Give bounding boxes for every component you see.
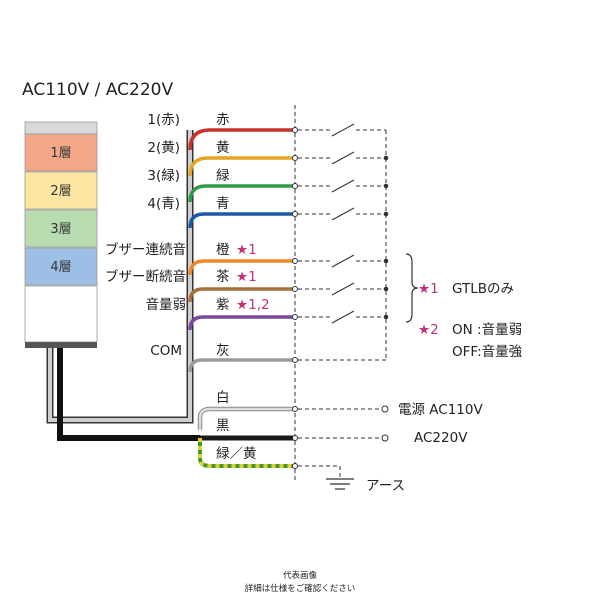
earth-label: アース <box>366 478 405 494</box>
switch-blue <box>292 207 389 221</box>
wire-labels: 1(赤) 2(黄) 3(緑) 4(青) ブザー連続音 ブザー断続音 音量弱 CO… <box>105 112 270 462</box>
tier-4 <box>24 247 98 286</box>
switch-yellow <box>292 151 389 165</box>
notes: ★1 GTLBのみ ★2 ON :音量弱 OFF:音量強 <box>418 281 523 360</box>
com-return <box>292 130 387 363</box>
wire-purple <box>188 315 295 331</box>
left-label-7: 音量弱 <box>146 296 187 313</box>
wire-name-4: 青 <box>216 196 230 212</box>
tier-3 <box>24 209 98 248</box>
wire-green-yellow-stripe <box>198 438 295 468</box>
gtlb-bracket <box>405 253 419 323</box>
note1-text: GTLBのみ <box>452 281 514 297</box>
left-label-1: 1(赤) <box>147 112 180 128</box>
tier-1 <box>24 133 98 172</box>
wire-green <box>188 184 295 203</box>
power-label-2: AC220V <box>414 430 468 446</box>
signal-tower: 1層 2層 3層 4層 <box>24 121 98 348</box>
switch-green <box>292 179 389 193</box>
wire-name-5: 橙 <box>216 242 230 258</box>
wire-brown <box>188 287 295 303</box>
left-label-8: COM <box>150 343 182 359</box>
tier-2 <box>24 171 98 210</box>
power-wire-name-black: 黒 <box>216 418 230 434</box>
wire-name-2: 黄 <box>216 140 230 156</box>
tier-label-4: 4層 <box>50 260 71 275</box>
star-mark-6: ★1 <box>236 269 257 285</box>
switch-circuits <box>292 123 419 490</box>
note1-star: ★1 <box>418 281 439 297</box>
tier-label-2: 2層 <box>50 184 71 199</box>
switch-orange <box>292 254 389 268</box>
switch-purple <box>292 310 389 324</box>
left-label-3: 3(緑) <box>147 168 180 184</box>
earth-symbol <box>326 478 354 490</box>
wire-blue <box>188 212 295 229</box>
wire-yellow <box>188 156 295 177</box>
left-label-4: 4(青) <box>147 196 180 212</box>
wire-name-7: 紫 <box>216 297 230 313</box>
wire-white <box>197 406 295 430</box>
star-mark-5: ★1 <box>236 242 257 258</box>
power-terminals <box>292 405 389 478</box>
note2-line2: OFF:音量強 <box>452 343 523 360</box>
wire-name-3: 緑 <box>216 168 230 184</box>
wire-name-6: 茶 <box>216 269 230 285</box>
signal-wires <box>188 128 295 373</box>
left-label-5: ブザー連続音 <box>105 241 186 258</box>
wire-white-core <box>198 407 295 430</box>
switch-brown <box>292 282 389 296</box>
wire-red <box>188 128 295 151</box>
footer-line-2: 詳細は仕様をご確認ください <box>245 583 356 594</box>
note2-star: ★2 <box>418 322 439 338</box>
left-label-2: 2(黄) <box>147 140 180 156</box>
wire-name-8: 灰 <box>216 343 230 359</box>
switch-red <box>292 123 386 137</box>
note2-line1: ON :音量弱 <box>452 321 522 338</box>
wire-orange <box>188 259 295 276</box>
voltage-title: AC110V / AC220V <box>22 80 173 100</box>
power-wire-name-gy: 緑／黄 <box>216 446 257 462</box>
tier-label-3: 3層 <box>50 222 71 237</box>
wire-gray <box>188 358 295 373</box>
power-wires <box>197 406 295 468</box>
footer-line-1: 代表画像 <box>283 570 318 581</box>
tier-label-1: 1層 <box>50 146 71 161</box>
power-wire-name-white: 白 <box>216 390 230 406</box>
wire-name-1: 赤 <box>216 112 230 128</box>
power-label: 電源 AC110V <box>398 402 483 418</box>
star-mark-7: ★1,2 <box>236 297 270 313</box>
left-label-6: ブザー断続音 <box>105 268 186 285</box>
